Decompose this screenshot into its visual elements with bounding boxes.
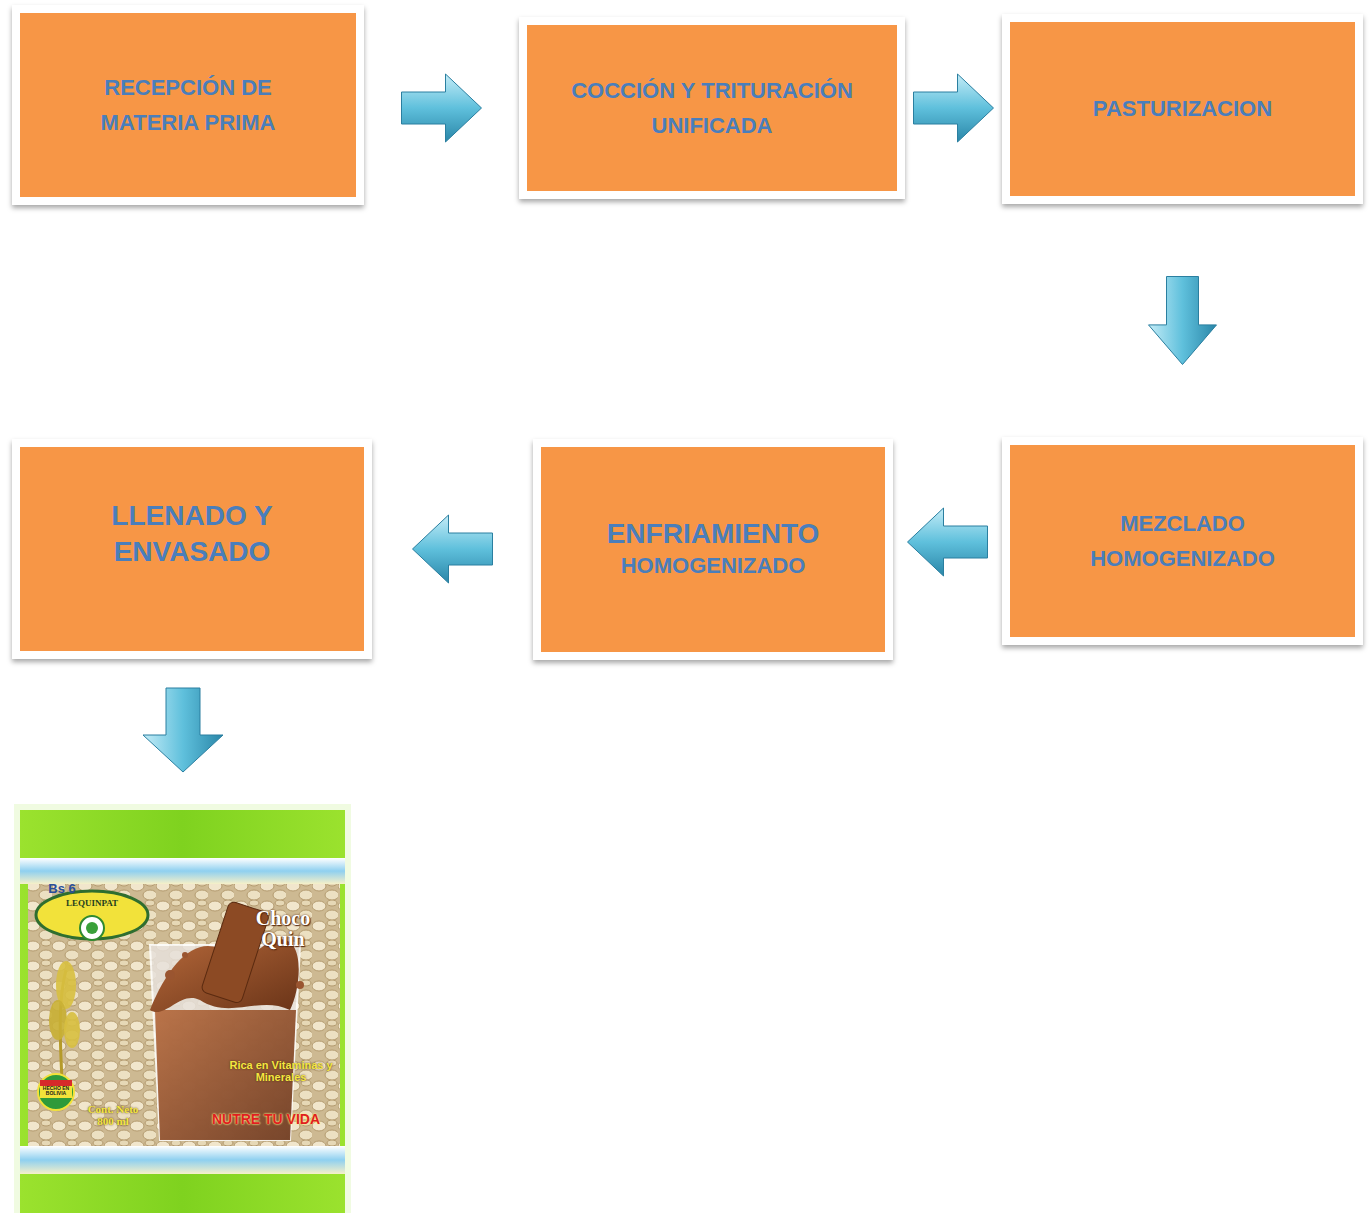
- process-box: ENFRIAMIENTOHOMOGENIZADO: [533, 439, 893, 660]
- flow-arrow: [402, 74, 482, 142]
- package-text: Choco Quin: [238, 908, 328, 950]
- package-text: HECHO EN BOLIVIA: [40, 1086, 72, 1097]
- step-label: ENFRIAMIENTO: [607, 517, 820, 551]
- package-text: NUTRE TU VIDA: [196, 1112, 336, 1127]
- step-label: LLENADO Y ENVASADO: [72, 498, 312, 571]
- package-text: Bs 6: [40, 882, 84, 896]
- flow-arrow: [413, 515, 493, 583]
- process-box: COCCIÓN Y TRITURACIÓN UNIFICADA: [519, 17, 905, 199]
- step-label: COCCIÓN Y TRITURACIÓN UNIFICADA: [537, 73, 887, 143]
- down-arrow: [143, 688, 223, 772]
- step-label: HOMOGENIZADO: [621, 551, 806, 582]
- process-box: LLENADO Y ENVASADO: [12, 439, 372, 659]
- process-box: PASTURIZACION: [1002, 14, 1363, 204]
- package-text: Rica en Vitaminas y Minerales: [226, 1060, 336, 1083]
- step-label: RECEPCIÓN DE MATERIA PRIMA: [68, 70, 308, 140]
- package-text: LEQUINPAT: [52, 899, 132, 908]
- step-label: MEZCLADO HOMOGENIZADO: [1048, 506, 1318, 576]
- product-package: [14, 804, 351, 1213]
- package-text: Cont. Neto 800 ml: [82, 1104, 144, 1127]
- process-box: RECEPCIÓN DE MATERIA PRIMA: [12, 5, 364, 205]
- flow-arrow: [1149, 277, 1217, 365]
- flow-arrow: [908, 508, 988, 576]
- process-box: MEZCLADO HOMOGENIZADO: [1002, 437, 1363, 645]
- step-label: PASTURIZACION: [1093, 91, 1272, 126]
- flow-arrow: [914, 74, 994, 142]
